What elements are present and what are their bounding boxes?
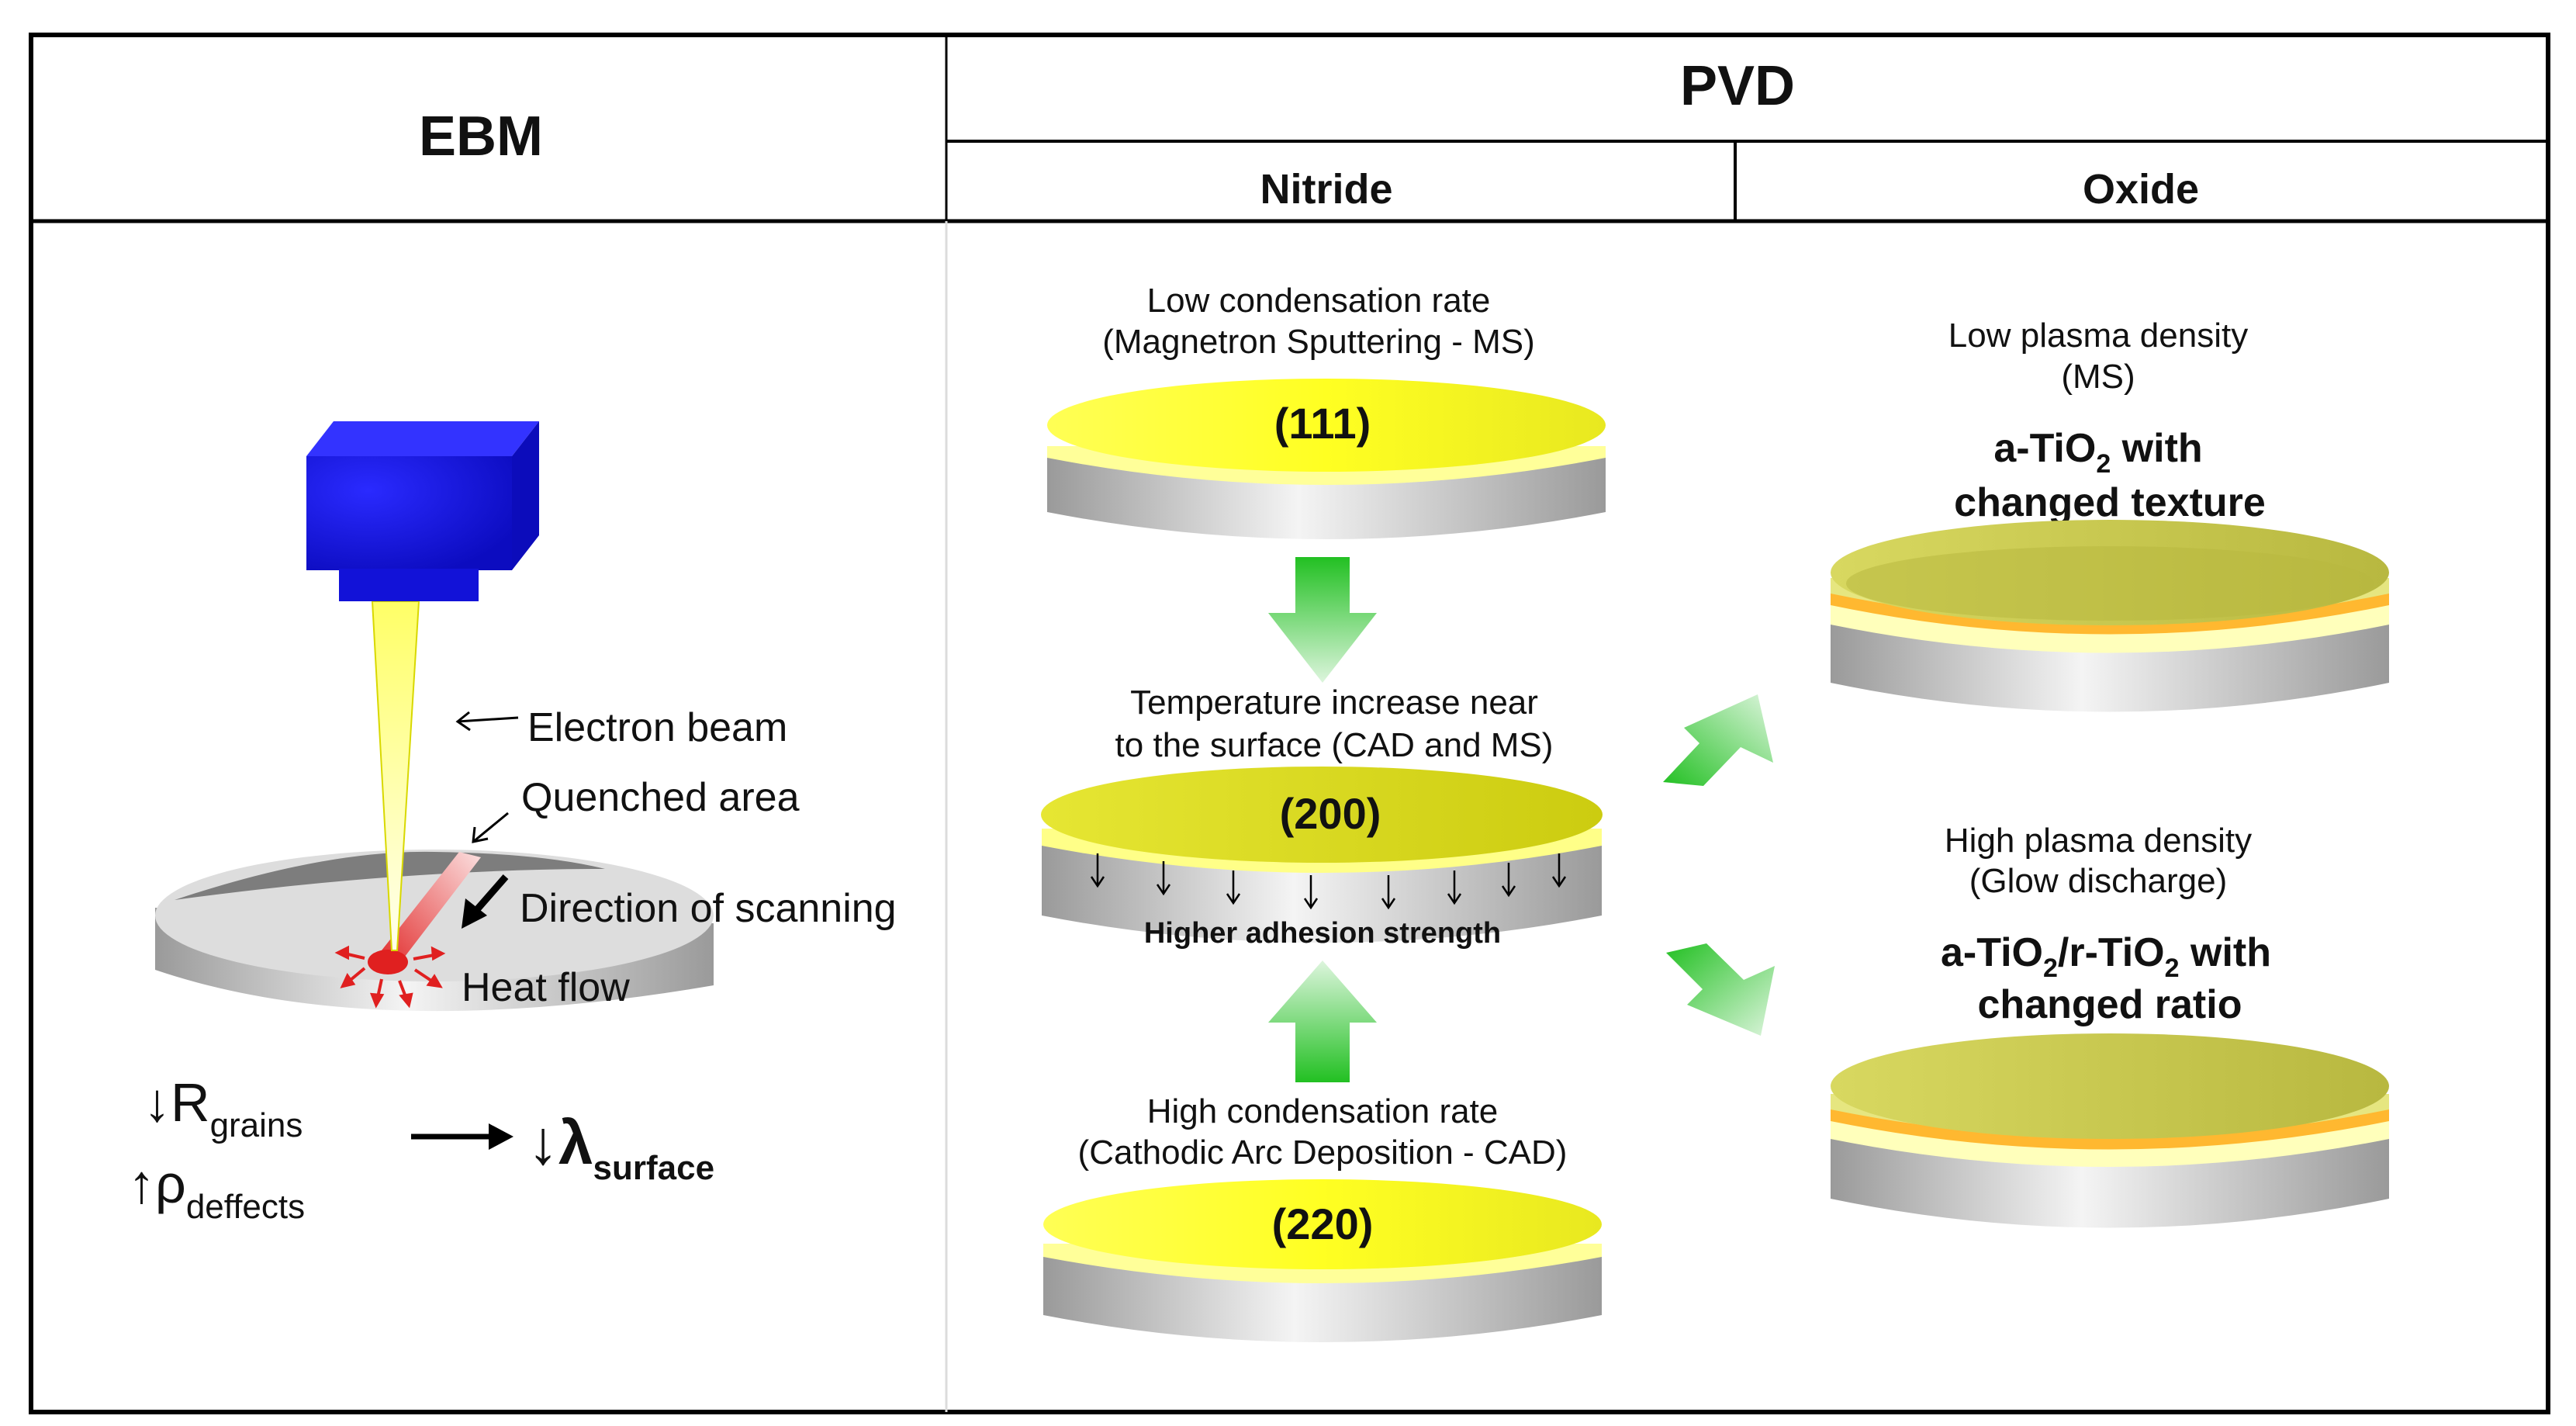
implies-arrow-icon	[489, 1123, 513, 1150]
melt-pool	[368, 950, 408, 974]
rho-symbol: ρ	[155, 1154, 186, 1214]
green-arrow-diag-down-icon	[1666, 943, 1775, 1036]
nitride-disc-111	[1047, 379, 1606, 539]
ebm-formula: ↓Rgrains ↑ρdeffects ↓λsurface	[128, 1072, 714, 1226]
nitride-disc-220	[1043, 1179, 1602, 1342]
arrow-down-lambda: ↓	[527, 1108, 558, 1177]
ar-tio2-prefix: a-TiO	[1941, 930, 2043, 975]
arrow-down-r: ↓	[143, 1072, 171, 1133]
oxide-changed-texture: changed texture	[1954, 480, 2266, 525]
oxide-high-plasma-line1: High plasma density	[1945, 822, 2252, 860]
label-heat-flow: Heat flow	[462, 965, 630, 1010]
label-220: (220)	[1272, 1199, 1374, 1248]
a-tio2-with: with	[2111, 426, 2202, 471]
header-pvd: PVD	[1680, 55, 1795, 117]
svg-text:↑ρdeffects: ↑ρdeffects	[128, 1154, 305, 1226]
label-electron-beam: Electron beam	[527, 705, 787, 750]
quenched-area-track	[373, 852, 481, 974]
oxide-high-plasma-line2: (Glow discharge)	[1969, 862, 2228, 900]
oxide-low-plasma-line1: Low plasma density	[1948, 317, 2248, 355]
header-oxide: Oxide	[2083, 166, 2199, 213]
ar-tio2-sub-a: 2	[2043, 954, 2058, 983]
label-direction-of-scanning: Direction of scanning	[520, 886, 897, 931]
oxide-disc-high-plasma	[1831, 1033, 2389, 1228]
lambda-subscript: surface	[593, 1149, 715, 1187]
heat-penetration-arrows	[1090, 853, 1567, 910]
nitride-high-rate-line2: (Cathodic Arc Deposition - CAD)	[1078, 1134, 1568, 1172]
arrow-up-rho: ↑	[128, 1154, 155, 1214]
oxide-result-high-line1: a-TiO2/r-TiO2 with	[1941, 930, 2271, 983]
svg-text:↓λsurface: ↓λsurface	[527, 1108, 714, 1187]
rho-subscript: deffects	[186, 1188, 305, 1226]
r-subscript: grains	[210, 1106, 303, 1144]
green-arrow-up-icon	[1268, 960, 1377, 1082]
nitride-low-rate-line1: Low condensation rate	[1147, 282, 1491, 320]
a-tio2-sub: 2	[2096, 449, 2111, 479]
label-higher-adhesion: Higher adhesion strength	[1144, 917, 1501, 950]
ar-tio2-with: with	[2180, 930, 2271, 975]
oxide-low-plasma-line2: (MS)	[2061, 358, 2135, 396]
label-quenched-area: Quenched area	[521, 775, 800, 820]
table-frame	[29, 33, 2550, 1414]
ar-tio2-sub-r: 2	[2165, 954, 2180, 983]
nitride-disc-200	[1041, 767, 1603, 943]
green-arrow-diag-up-icon	[1663, 694, 1773, 786]
a-tio2-prefix: a-TiO	[1993, 426, 2096, 471]
green-arrow-down-icon	[1268, 557, 1377, 683]
nitride-low-rate-line2: (Magnetron Sputtering - MS)	[1102, 323, 1535, 361]
nitride-high-rate-line1: High condensation rate	[1147, 1092, 1499, 1130]
ebm-leader-lines	[455, 711, 519, 843]
electron-gun-icon	[306, 421, 539, 601]
ar-tio2-mid: /r-TiO	[2058, 930, 2165, 975]
header-ebm: EBM	[419, 106, 543, 168]
heat-flow-arrows	[334, 945, 446, 1009]
oxide-disc-low-plasma	[1831, 520, 2389, 712]
r-symbol: R	[171, 1072, 210, 1133]
label-111: (111)	[1274, 399, 1371, 448]
svg-text:↓Rgrains: ↓Rgrains	[143, 1072, 303, 1144]
oxide-result-low-line1: a-TiO2 with	[1993, 426, 2202, 479]
nitride-temp-line2: to the surface (CAD and MS)	[1115, 726, 1554, 764]
label-200: (200)	[1280, 789, 1381, 838]
header-nitride: Nitride	[1260, 166, 1392, 213]
lambda-symbol: λ	[558, 1108, 593, 1177]
nitride-temp-line1: Temperature increase near	[1130, 684, 1538, 722]
oxide-changed-ratio: changed ratio	[1978, 982, 2242, 1027]
direction-of-scanning-arrow	[462, 874, 509, 929]
